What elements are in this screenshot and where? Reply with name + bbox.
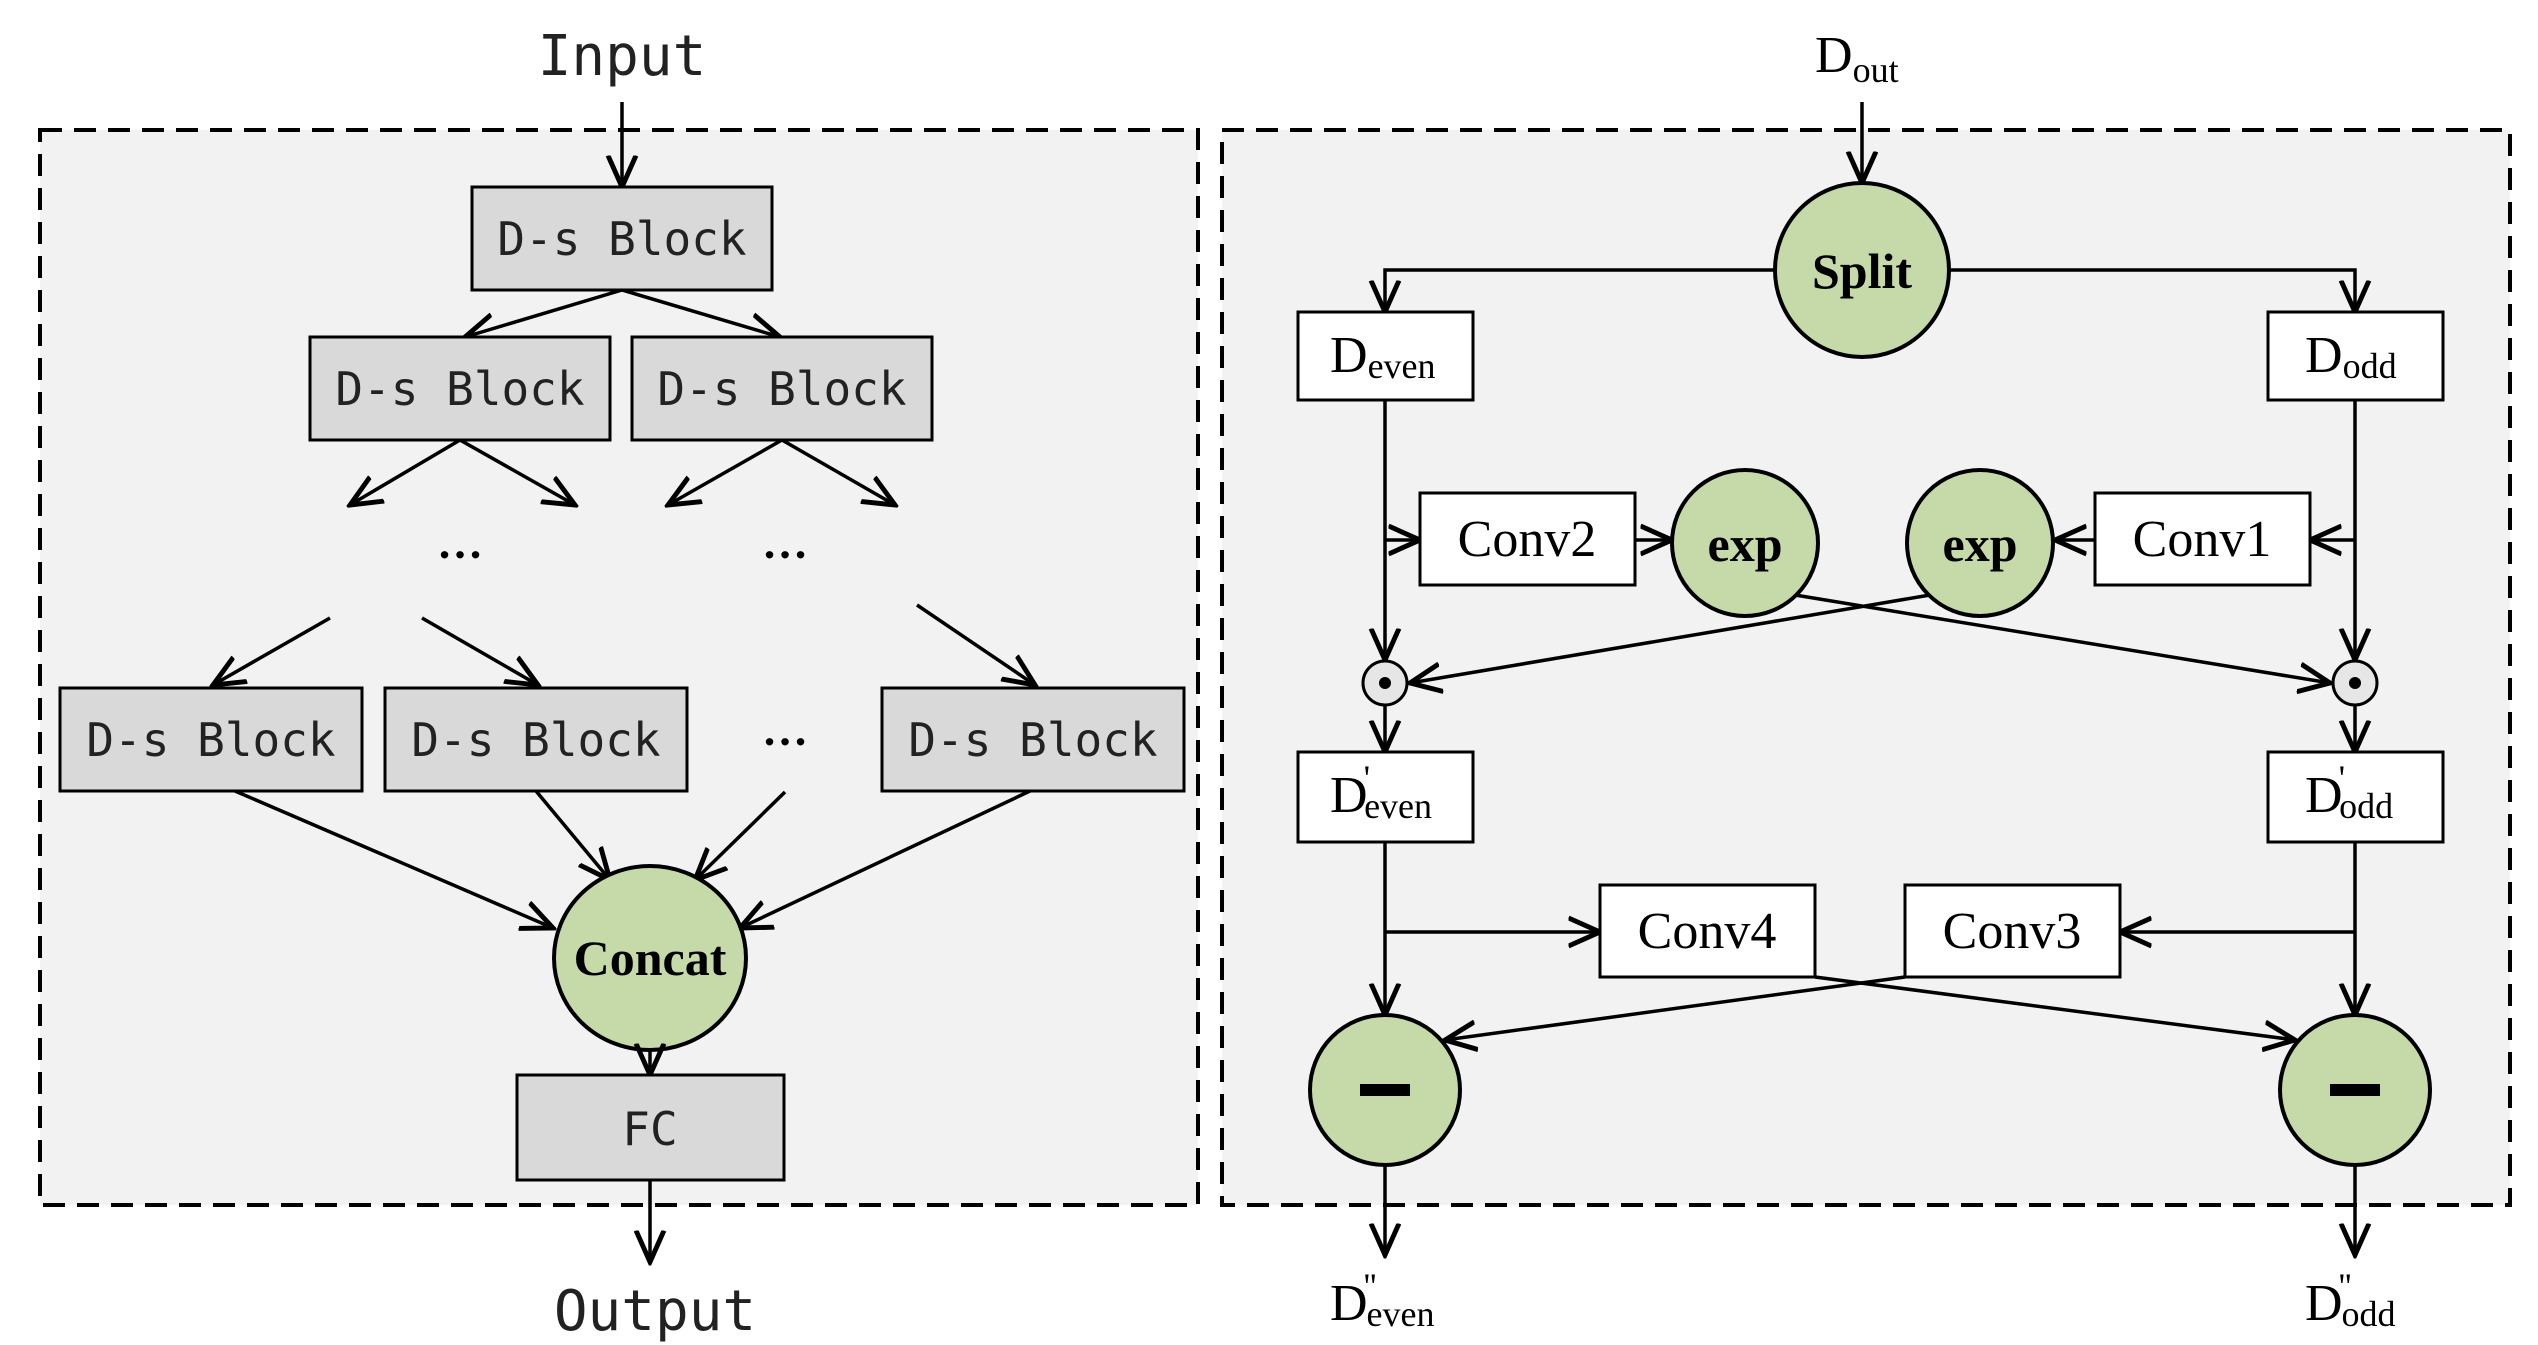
- arrow-into-b1: [213, 616, 331, 685]
- exp-label-right: exp: [1943, 516, 2018, 572]
- conv1-label: Conv1: [2133, 511, 2272, 568]
- ds-block-level2-right-label: D-s Block: [657, 362, 906, 416]
- arrow-root-left: [465, 288, 623, 337]
- conv4-label: Conv4: [1638, 903, 1777, 960]
- arrow-into-b2: [421, 616, 538, 685]
- ellipsis-bottom: …: [762, 704, 808, 755]
- ds-block-leaf-n: [880, 686, 1186, 793]
- multiply-dot-even: [1379, 677, 1391, 689]
- multiply-dot-odd: [2349, 677, 2361, 689]
- ds-block-leaf-1-label: D-s Block: [86, 713, 335, 767]
- ds-block-root-label: D-s Block: [497, 212, 746, 266]
- input-label: Input: [538, 24, 707, 89]
- arrow-exp-left-to-odd-dot: [1794, 593, 2330, 683]
- arrow-b1-concat: [234, 789, 553, 928]
- d-odd-prime-label: D'odd: [2305, 758, 2393, 826]
- exp-label-left: exp: [1708, 516, 1783, 572]
- ds-block-level2-left: [308, 335, 612, 442]
- minus-bar-odd: [2330, 1084, 2380, 1096]
- ellipsis-middle-left: …: [437, 517, 483, 568]
- arrow-split-odd: [1949, 268, 2355, 312]
- arrow-root-right: [621, 288, 780, 337]
- ds-block-leaf-2-label: D-s Block: [411, 713, 660, 767]
- conv2-label: Conv2: [1458, 511, 1597, 568]
- ds-block-level2-right: [630, 335, 934, 442]
- arrow-split-even: [1385, 268, 1775, 312]
- conv3-label: Conv3: [1943, 903, 2082, 960]
- fc-label: FC: [622, 1102, 677, 1156]
- conv3-box: [1903, 883, 2122, 979]
- arrow-dots-concat: [695, 790, 787, 880]
- d-even-double-prime-label: D''even: [1330, 1266, 1435, 1334]
- exp-node-right: [1905, 468, 2055, 618]
- arrow-b2-concat: [534, 789, 610, 880]
- d-out-label: Dout: [1815, 27, 1899, 90]
- d-odd-box: [2266, 310, 2445, 402]
- arrow-bn-concat: [740, 789, 1031, 928]
- ds-block-leaf-1: [58, 686, 364, 793]
- arrow-l2r-right: [781, 438, 895, 505]
- minus-bar-even: [1360, 1084, 1410, 1096]
- conv1-box: [2093, 491, 2312, 587]
- ds-block-leaf-2: [383, 686, 689, 793]
- conv2-box: [1418, 491, 1637, 587]
- ds-block-root: [470, 185, 774, 292]
- ds-block-leaf-n-label: D-s Block: [908, 713, 1157, 767]
- arrow-l2l-left: [350, 438, 461, 505]
- concat-label: Concat: [574, 930, 727, 986]
- ds-block-level2-left-label: D-s Block: [335, 362, 584, 416]
- d-even-prime-label: D'even: [1330, 758, 1432, 826]
- exp-node-left: [1670, 468, 1820, 618]
- arrow-l2r-left: [668, 438, 783, 505]
- split-label: Split: [1812, 243, 1912, 299]
- arrow-conv3-to-even-minus: [1445, 975, 1906, 1040]
- ellipsis-middle-right: …: [762, 517, 808, 568]
- arrow-exp-right-to-even-dot: [1410, 593, 1931, 683]
- arrow-conv4-to-odd-minus: [1814, 975, 2295, 1040]
- d-even-label: Deven: [1330, 327, 1436, 386]
- d-even-box: [1296, 310, 1475, 402]
- arrow-l2l-right: [459, 438, 575, 505]
- d-odd-prime-box: [2266, 750, 2445, 844]
- conv4-box: [1598, 883, 1817, 979]
- arrow-into-b4: [916, 603, 1035, 685]
- d-odd-label: Dodd: [2305, 327, 2397, 386]
- d-even-prime-box: [1296, 750, 1475, 844]
- output-label: Output: [554, 1279, 756, 1344]
- d-odd-double-prime-label: D''odd: [2305, 1266, 2396, 1334]
- fc-block: [515, 1073, 786, 1182]
